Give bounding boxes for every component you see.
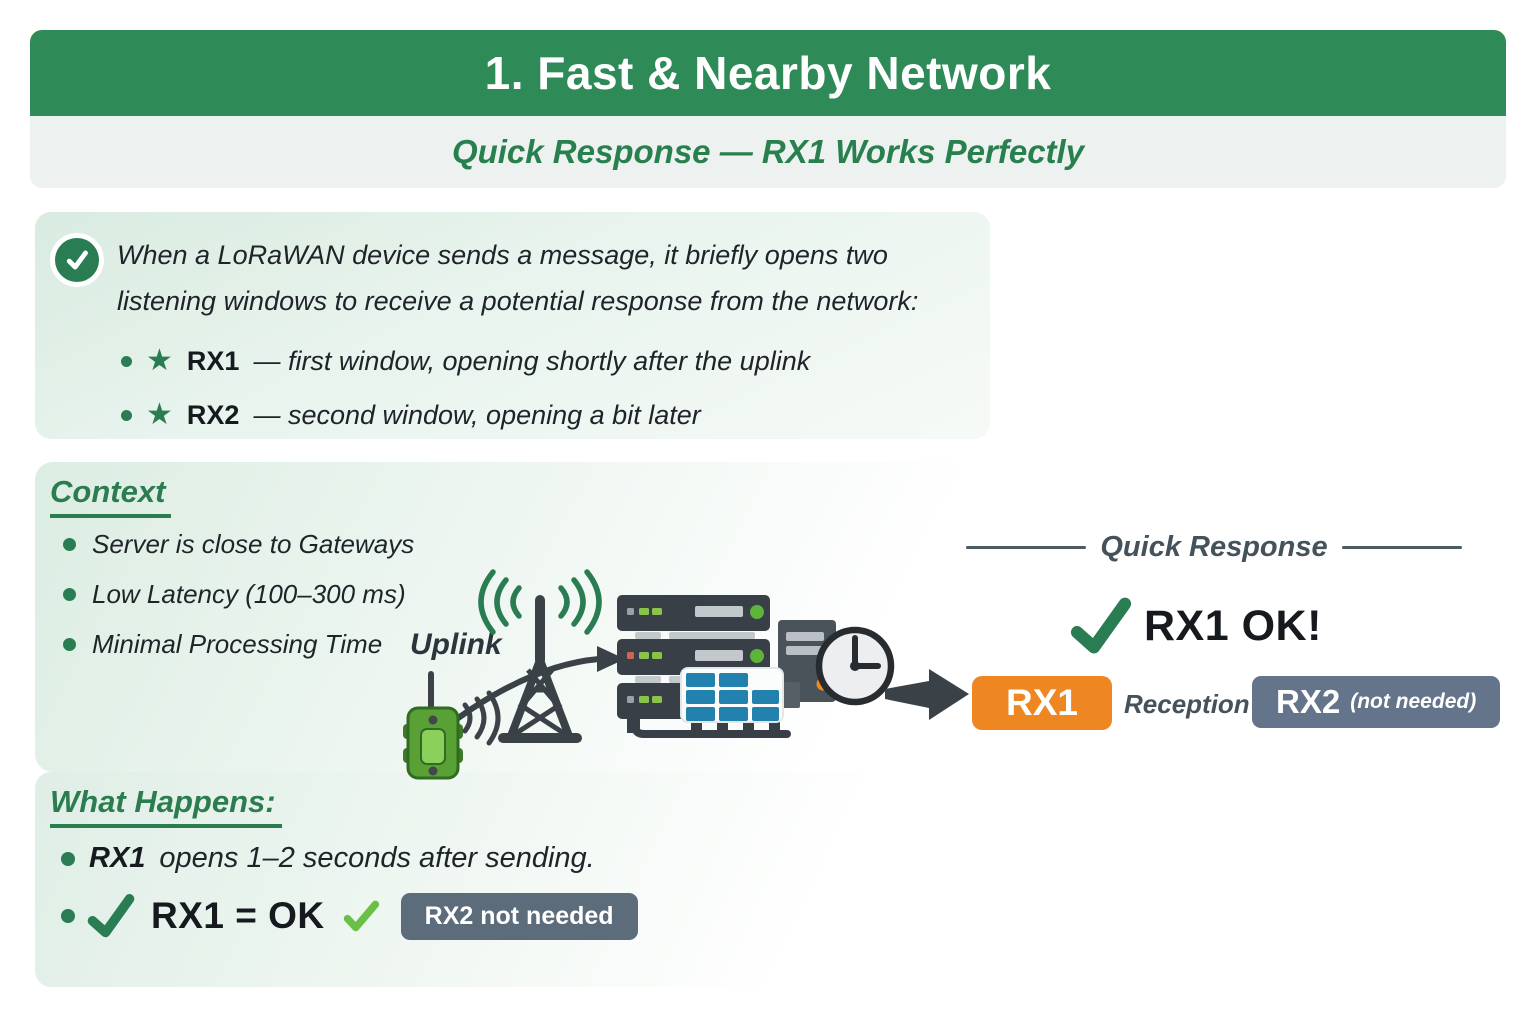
intro-bullet-list: ★ RX1 — first window, opening shortly af… xyxy=(121,344,810,432)
rx2-badge: RX2 (not needed) xyxy=(1252,676,1501,728)
rx2-badge-text: RX2 xyxy=(1276,683,1341,720)
rx1-equals-ok-label: RX1 = OK xyxy=(151,895,325,936)
context-bullet-text: Low Latency (100–300 ms) xyxy=(92,579,406,609)
page-subtitle: Quick Response — RX1 Works Perfectly xyxy=(451,133,1085,170)
bullet-dot xyxy=(121,355,132,367)
rx2-term: RX2 xyxy=(186,399,240,430)
bullet-dot xyxy=(63,638,76,651)
divider-line xyxy=(1341,546,1462,549)
page-title: 1. Fast & Nearby Network xyxy=(484,47,1052,99)
rx2-desc: — second window, opening a bit later xyxy=(253,399,701,430)
light-checkmark-icon xyxy=(343,900,379,932)
uplink-label: Uplink xyxy=(410,628,502,661)
context-bullet-list: Server is close to Gateways Low Latency … xyxy=(63,529,415,659)
reception-text: Reception xyxy=(1124,689,1250,719)
intro-paragraph: When a LoRaWAN device sends a message, i… xyxy=(117,240,919,316)
lorawan-device-icon xyxy=(403,671,463,780)
bullet-dot xyxy=(61,909,75,923)
tower-signal-waves-icon xyxy=(478,569,602,635)
rx2-badge-note: (not needed) xyxy=(1350,690,1477,713)
list-item-rx1: ★ RX1 — first window, opening shortly af… xyxy=(121,344,810,378)
intro-box: When a LoRaWAN device sends a message, i… xyxy=(35,212,990,439)
rx1-badge: RX1 xyxy=(972,676,1112,730)
network-switch-panel-icon xyxy=(680,667,784,733)
wh-rx1-rest: opens 1–2 seconds after sending. xyxy=(159,842,595,874)
quick-response-title: Quick Response xyxy=(1100,531,1328,563)
list-item: Low Latency (100–300 ms) xyxy=(63,579,414,609)
list-item: RX1 = OK RX2 not needed xyxy=(61,890,638,942)
what-happens-heading: What Happens: xyxy=(50,784,282,828)
context-bullet-text: Server is close to Gateways xyxy=(92,529,415,559)
flow-arrow-icon xyxy=(885,669,969,720)
bullet-dot xyxy=(121,409,132,421)
rx2-not-needed-badge: RX2 not needed xyxy=(400,892,638,940)
list-item: Server is close to Gateways xyxy=(63,529,415,559)
rx1-term: RX1 xyxy=(186,345,240,376)
header-banner: 1. Fast & Nearby Network xyxy=(30,30,1506,116)
what-happens-box: What Happens: RX1 opens 1–2 seconds afte… xyxy=(35,772,965,987)
subtitle-bar: Quick Response — RX1 Works Perfectly xyxy=(30,116,1506,188)
gateway-tower-icon xyxy=(498,595,582,743)
checkmark-icon xyxy=(1070,597,1132,654)
list-item-rx2: ★ RX2 — second window, opening a bit lat… xyxy=(121,398,810,432)
list-item: RX1 opens 1–2 seconds after sending. xyxy=(61,842,595,875)
rx1-desc: — first window, opening shortly after th… xyxy=(253,345,811,376)
context-heading: Context xyxy=(50,474,172,518)
divider-line xyxy=(966,546,1087,549)
rx1-ok-row: RX1 OK! xyxy=(1070,595,1322,657)
clock-icon xyxy=(815,626,895,706)
check-circle-icon xyxy=(55,238,99,282)
device-signal-waves-icon xyxy=(462,690,501,746)
quick-response-divider: Quick Response xyxy=(966,531,1462,564)
bullet-dot xyxy=(61,851,75,866)
context-bullet-text: Minimal Processing Time xyxy=(92,629,383,659)
checkmark-glyph xyxy=(66,250,88,270)
list-item: Minimal Processing Time xyxy=(63,629,414,659)
network-diagram xyxy=(403,569,969,780)
bullet-dot xyxy=(63,538,76,551)
wh-rx1-term: RX1 xyxy=(89,842,146,874)
star-icon: ★ xyxy=(146,344,173,377)
rx1-ok-label: RX1 OK! xyxy=(1144,601,1322,650)
checkmark-icon xyxy=(87,894,135,938)
bullet-dot xyxy=(63,588,76,601)
star-icon: ★ xyxy=(146,398,173,431)
